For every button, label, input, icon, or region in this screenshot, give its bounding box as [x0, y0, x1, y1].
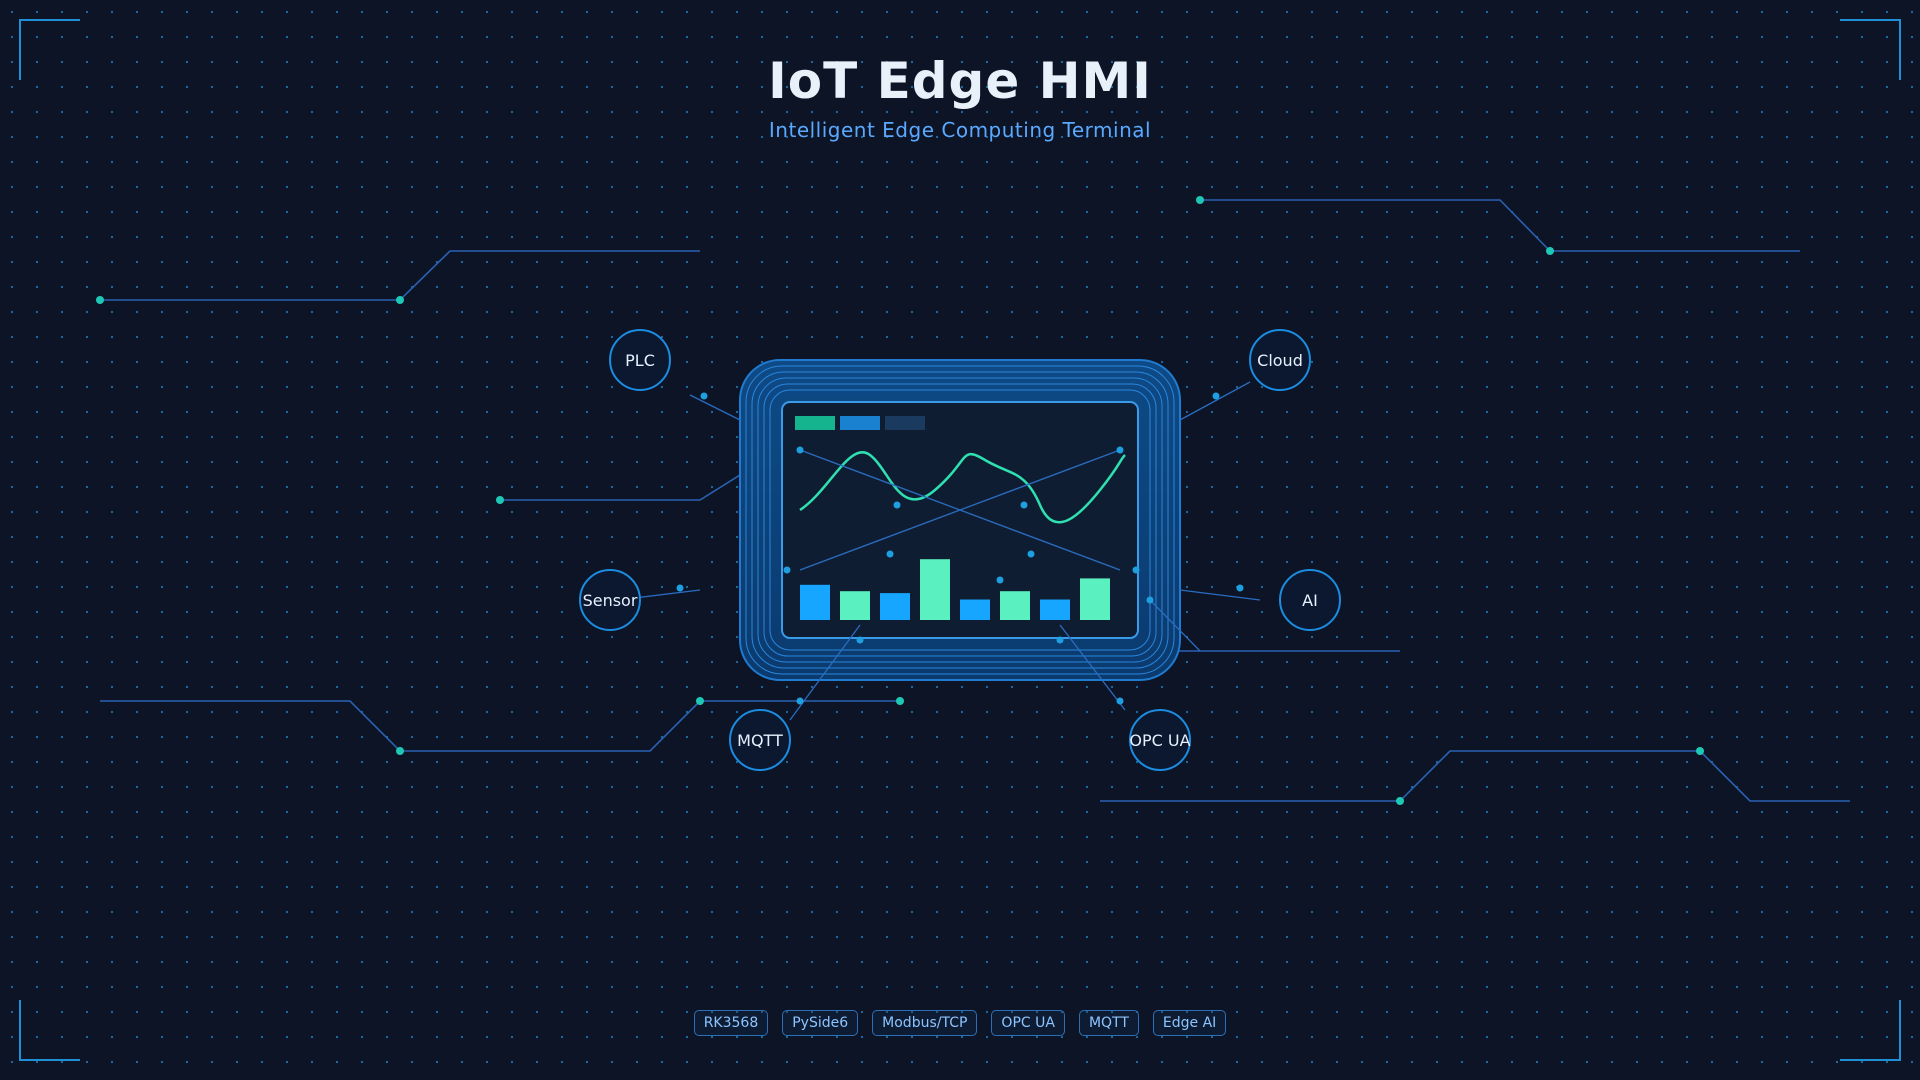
node-plc-label: PLC — [625, 351, 655, 370]
tag-opc-ua: OPC UA — [991, 1010, 1065, 1036]
connection-dots — [676, 392, 1244, 705]
bar-chart — [800, 559, 1110, 620]
node-mqtt[interactable]: MQTT — [729, 709, 791, 771]
node-cloud-label: Cloud — [1257, 351, 1303, 370]
connection-lines — [617, 381, 1261, 721]
screen-bar — [960, 599, 990, 620]
screen-bar — [1000, 591, 1030, 620]
tag-mqtt: MQTT — [1078, 1010, 1139, 1036]
status-indicator-empty — [885, 416, 925, 430]
tag-rk3568: RK3568 — [693, 1010, 769, 1036]
node-ai[interactable]: AI — [1279, 569, 1341, 631]
trace-nodes — [96, 196, 1704, 805]
node-plc[interactable]: PLC — [609, 329, 671, 391]
page-subtitle: Intelligent Edge Computing Terminal — [768, 118, 1152, 142]
screen-bar — [1080, 578, 1110, 620]
tag-pyside6: PySide6 — [782, 1010, 859, 1036]
screen-bar — [880, 593, 910, 620]
node-opcua[interactable]: OPC UA — [1129, 709, 1191, 771]
node-sensor-label: Sensor — [583, 591, 638, 610]
corner-brackets — [19, 19, 1901, 1061]
screen-bar — [1040, 599, 1070, 620]
node-sensor[interactable]: Sensor — [579, 569, 641, 631]
node-ai-label: AI — [1302, 591, 1318, 610]
screen-bar — [840, 591, 870, 620]
screen-bar — [920, 559, 950, 620]
waveform-line — [799, 451, 1126, 524]
node-opcua-label: OPC UA — [1129, 731, 1190, 750]
status-indicator-green — [795, 416, 835, 430]
node-cloud[interactable]: Cloud — [1249, 329, 1311, 391]
status-indicator-blue — [840, 416, 880, 430]
tech-tags: RK3568 PySide6 Modbus/TCP OPC UA MQTT Ed… — [0, 1010, 1920, 1036]
tag-edge-ai: Edge AI — [1152, 1010, 1227, 1036]
hmi-device — [739, 359, 1181, 681]
screen-bar — [800, 584, 830, 620]
page-title: IoT Edge HMI — [768, 52, 1152, 110]
tag-modbus-tcp: Modbus/TCP — [872, 1010, 978, 1036]
node-mqtt-label: MQTT — [737, 731, 783, 750]
